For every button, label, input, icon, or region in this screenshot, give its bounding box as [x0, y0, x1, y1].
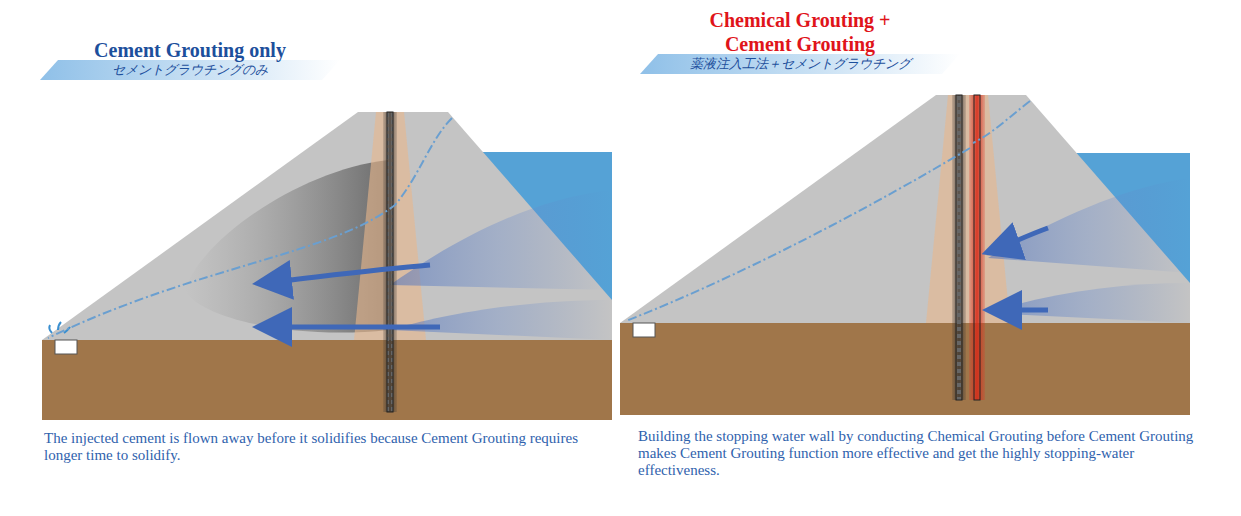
title-banner: Chemical Grouting + Cement Grouting薬液注入工…: [640, 8, 960, 72]
title-banner: Cement Grouting onlyセメントグラウチングのみ: [40, 38, 340, 78]
banner-heading: Chemical Grouting + Cement Grouting: [675, 8, 925, 56]
right-dam: [620, 95, 1190, 415]
banner-heading: Cement Grouting only: [40, 38, 340, 62]
banner-subtitle: 薬液注入工法＋セメントグラウチング: [640, 56, 960, 72]
caption-text: Building the stopping water wall by cond…: [638, 428, 1208, 479]
left-dam: [42, 112, 612, 420]
banner-subtitle: セメントグラウチングのみ: [40, 62, 340, 78]
caption-text: The injected cement is flown away before…: [44, 430, 604, 464]
